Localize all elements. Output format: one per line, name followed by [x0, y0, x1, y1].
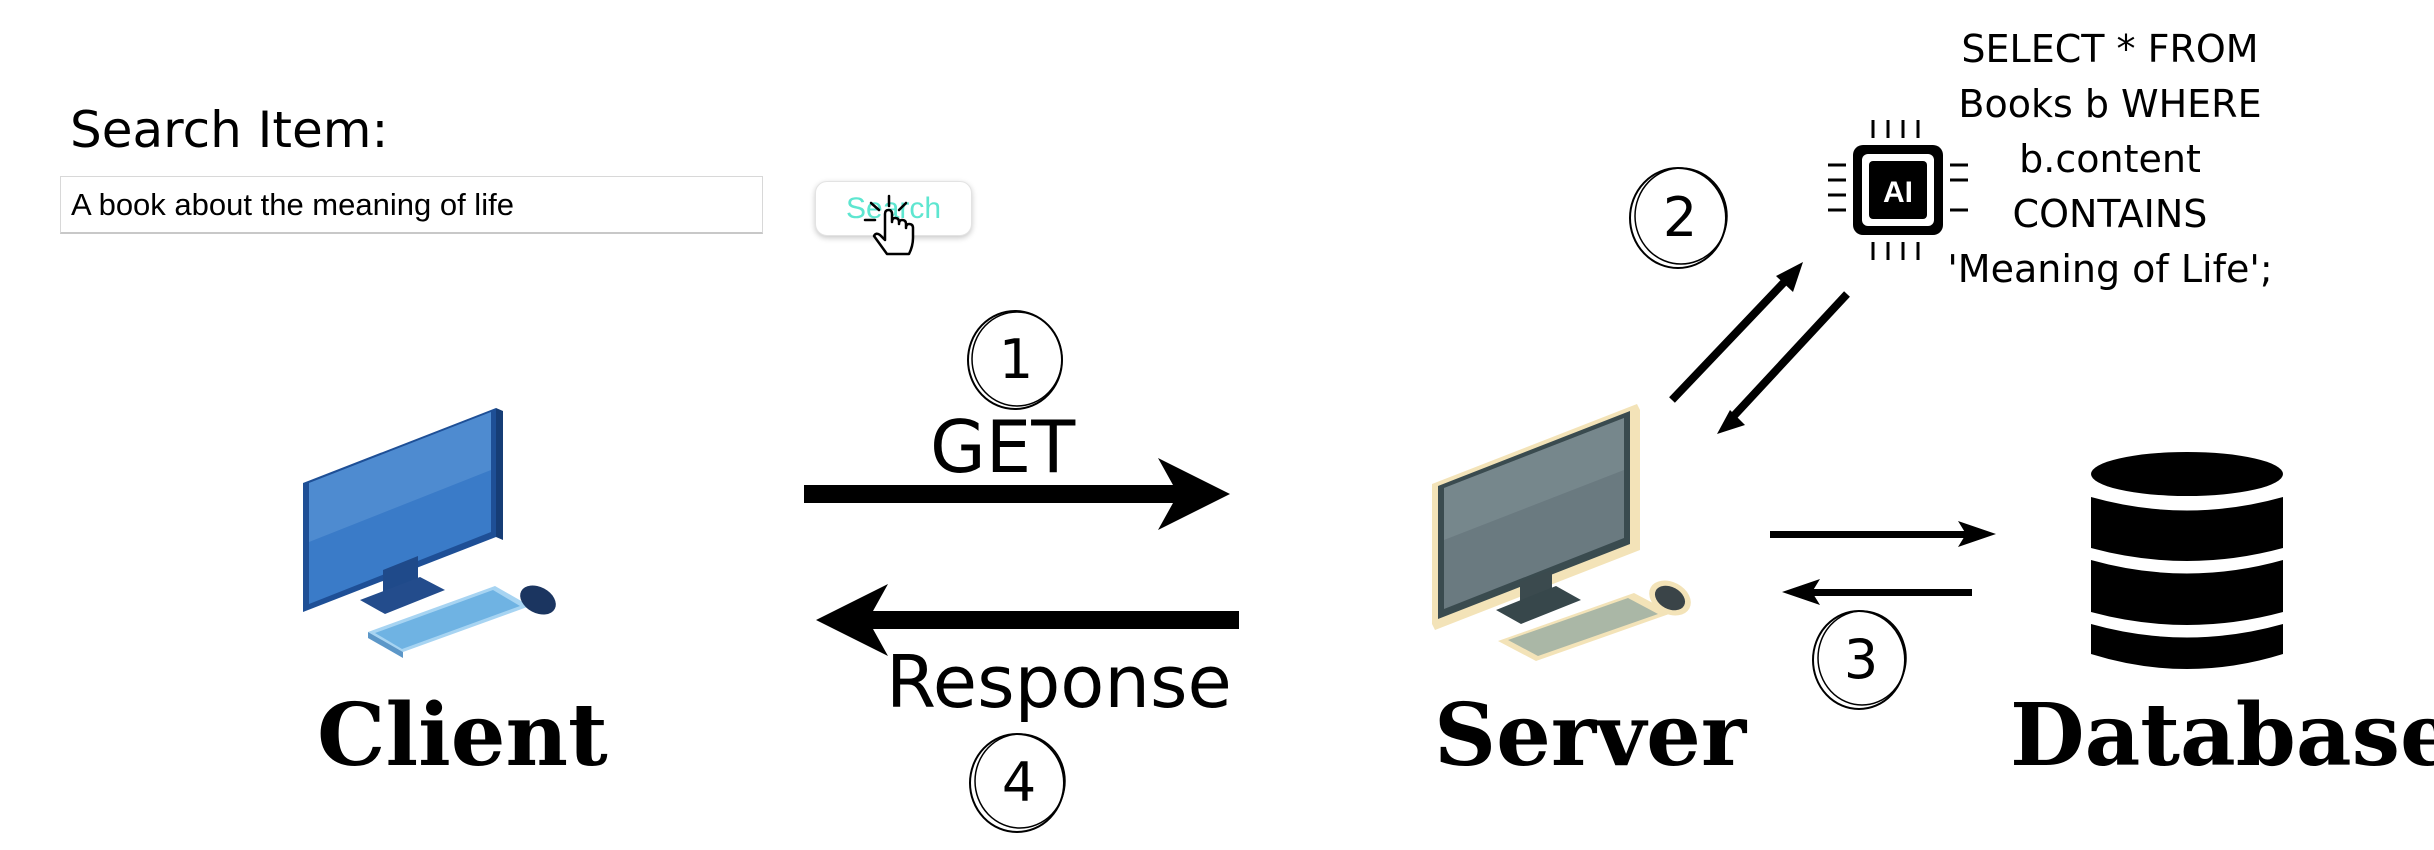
client-computer-icon — [303, 408, 556, 658]
step-4-number: 4 — [1002, 751, 1036, 814]
step-1-number: 1 — [999, 328, 1033, 391]
response-label: Response — [886, 640, 1232, 724]
ai-chip-text: AI — [1883, 176, 1913, 209]
get-label: GET — [930, 405, 1076, 489]
get-arrow — [804, 458, 1230, 530]
sql-line: CONTAINS — [2012, 192, 2208, 236]
step-2-circle: 2 — [1629, 167, 1728, 269]
server-computer-icon — [1432, 404, 1691, 661]
server-label: Server — [1434, 685, 1747, 786]
search-input[interactable] — [60, 176, 763, 234]
sql-line: b.content — [2019, 137, 2201, 181]
ai-chip-icon: AI — [1828, 120, 1968, 260]
server-to-database-arrow — [1770, 521, 1996, 547]
sql-line: 'Meaning of Life'; — [1947, 247, 2273, 291]
step-4-circle: 4 — [969, 733, 1066, 833]
search-item-label: Search Item: — [70, 101, 389, 159]
step-3-number: 3 — [1844, 628, 1878, 691]
step-2-number: 2 — [1663, 186, 1697, 249]
sql-line: Books b WHERE — [1958, 82, 2262, 126]
database-label: Database — [2010, 685, 2434, 786]
database-icon — [2091, 452, 2283, 669]
sql-query-text: SELECT * FROM Books b WHERE b.content CO… — [1900, 22, 2320, 297]
step-3-circle: 3 — [1812, 610, 1907, 710]
database-to-server-arrow — [1782, 579, 1972, 605]
server-to-ai-arrow — [1669, 262, 1803, 403]
response-arrow — [816, 584, 1239, 656]
sql-line: SELECT * FROM — [1961, 27, 2259, 71]
step-1-circle: 1 — [967, 310, 1063, 410]
client-label: Client — [317, 685, 608, 786]
ai-to-server-arrow — [1717, 291, 1850, 434]
